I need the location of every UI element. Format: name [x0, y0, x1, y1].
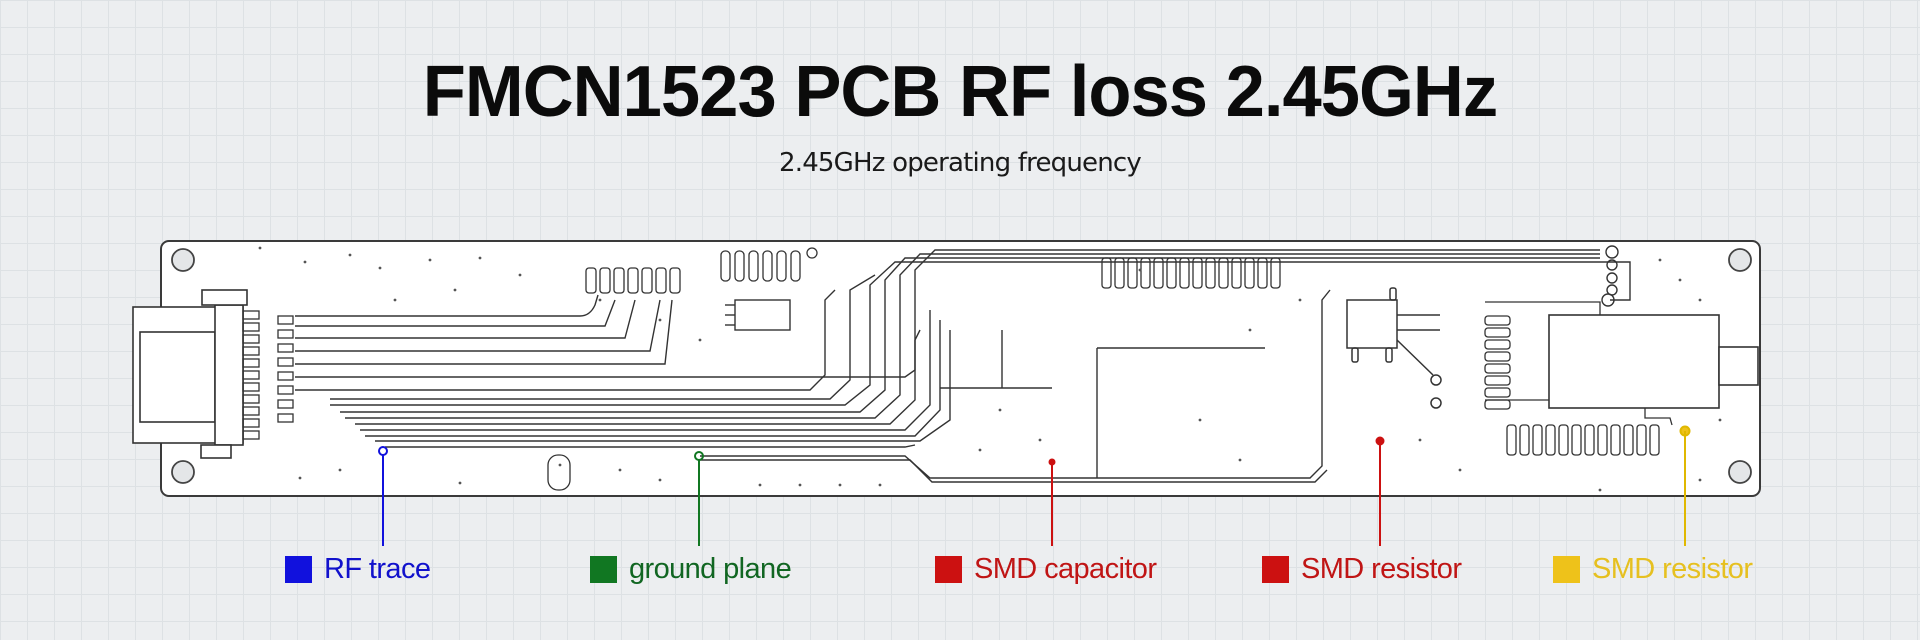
legend-item-rf-trace: RF trace [285, 553, 431, 586]
callout-smd-capacitor [1048, 458, 1056, 546]
legend-swatch-red [1262, 556, 1289, 583]
legend-swatch-yellow [1553, 556, 1580, 583]
legend-label: SMD resistor [1301, 553, 1462, 585]
signal-traces [295, 249, 1600, 483]
legend-item-ground-plane: ground plane [590, 553, 792, 586]
legend-swatch-blue [285, 556, 312, 583]
regulator-ic [1346, 287, 1442, 409]
smd-resistor-array-1 [585, 267, 681, 294]
fiducial-mark [547, 454, 571, 491]
legend-label: RF trace [324, 553, 431, 585]
diagram-title: FMCN1523 PCB RF loss 2.45GHz [422, 52, 1498, 132]
smd-resistor-array-3 [1506, 408, 1673, 456]
legend-item-smd-capacitor: SMD capacitor [935, 553, 1157, 586]
legend-label: SMD resistor [1592, 553, 1753, 585]
trace-endpoints [1600, 245, 1631, 307]
legend-label: SMD capacitor [974, 553, 1157, 585]
callout-ground-plane [694, 451, 704, 546]
smd-capacitor-array [720, 247, 818, 282]
pcb-board-outline [160, 240, 1761, 497]
callout-smd-resistor-red [1375, 436, 1385, 546]
diagram-subtitle: 2.45GHz operating frequency [778, 148, 1142, 178]
ground-plane-area [940, 330, 1265, 478]
callout-rf-trace [378, 446, 388, 546]
connector-pins [242, 310, 294, 440]
legend-item-smd-resistor-red: SMD resistor [1262, 553, 1462, 586]
legend-swatch-green [590, 556, 617, 583]
legend-item-smd-resistor-yellow: SMD resistor [1553, 553, 1753, 586]
legend-swatch-red [935, 556, 962, 583]
mounting-holes [171, 248, 1752, 484]
legend-label: ground plane [629, 553, 792, 585]
vias [258, 246, 1722, 492]
smd-resistor-array-2 [1101, 257, 1281, 289]
rf-shield-module [1548, 314, 1759, 409]
left-connector [132, 289, 294, 459]
small-ic [725, 299, 791, 331]
callout-smd-resistor-yellow [1679, 425, 1691, 546]
